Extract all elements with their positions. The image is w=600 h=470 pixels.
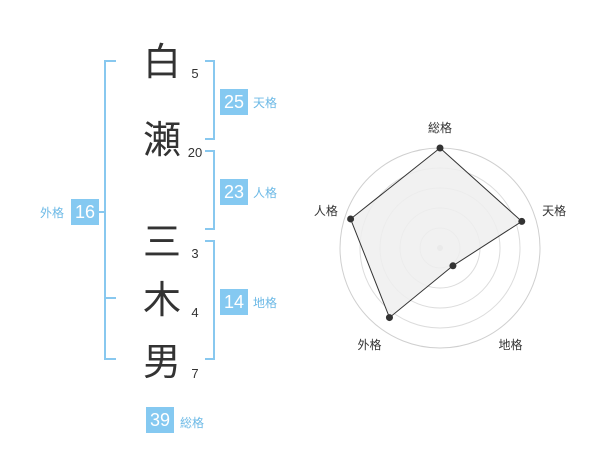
radar-axis-label-2: 天格 [542, 203, 566, 218]
tenkaku-label: 天格 [253, 96, 278, 110]
chikaku-bracket [205, 240, 215, 360]
gaikaku-connector [98, 211, 106, 213]
stroke-count-1: 5 [191, 66, 199, 81]
chikaku-value: 14 [220, 289, 248, 315]
name-char-1: 白 [142, 40, 181, 84]
tenkaku-value: 25 [220, 89, 248, 115]
radar-axis-label-5: 人格 [314, 203, 338, 218]
gaikaku-value: 16 [71, 199, 99, 225]
radar-area [349, 147, 523, 319]
radar-point-5 [347, 215, 355, 223]
name-char-4: 木 [142, 278, 181, 322]
gaikaku-label: 外格 [40, 206, 65, 220]
soukaku-value: 39 [146, 407, 174, 433]
name-char-2: 瀬 [142, 118, 181, 162]
radar-point-4 [385, 314, 393, 322]
chikaku-label: 地格 [253, 296, 278, 310]
stroke-count-4: 4 [191, 305, 199, 320]
radar-point-1 [436, 144, 444, 152]
radar-point-2 [518, 217, 526, 225]
radar-point-3 [449, 262, 457, 270]
soukaku-label: 総格 [180, 416, 205, 430]
radar-axis-label-3: 地格 [498, 337, 522, 352]
stroke-count-3: 3 [191, 246, 199, 261]
name-char-5: 男 [142, 340, 181, 384]
radar-axis-label-1: 総格 [428, 120, 452, 135]
gaikaku-bracket-tick [104, 297, 116, 299]
jinkaku-bracket [205, 150, 215, 230]
gaikaku-bracket [104, 60, 116, 360]
name-char-3: 三 [142, 220, 181, 264]
stroke-count-5: 7 [191, 366, 199, 381]
stroke-count-2: 20 [187, 145, 203, 160]
tenkaku-bracket [205, 60, 215, 140]
radar-axis-label-4: 外格 [357, 337, 381, 352]
jinkaku-label: 人格 [253, 186, 278, 200]
jinkaku-value: 23 [220, 179, 248, 205]
